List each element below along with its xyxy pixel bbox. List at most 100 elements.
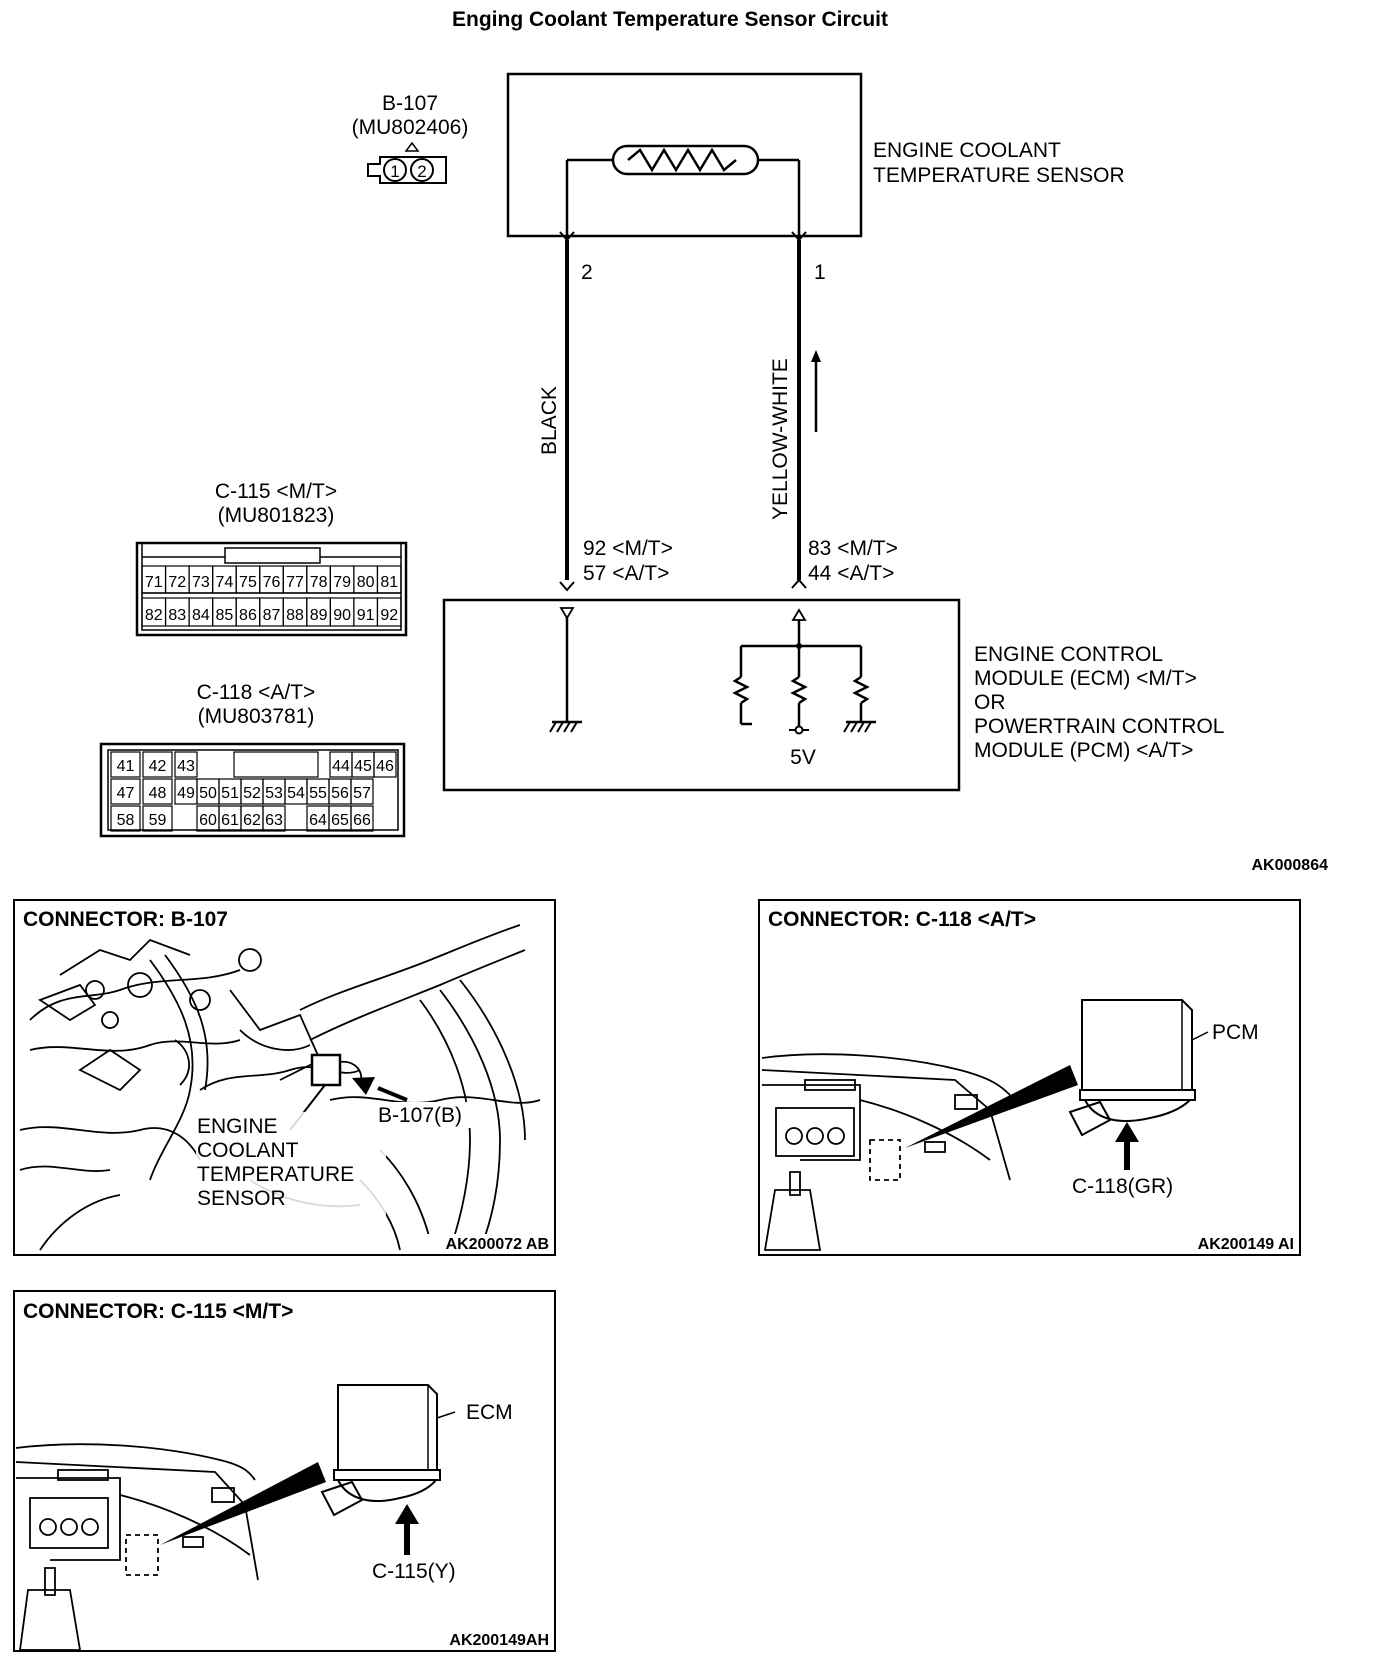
connector-pin-number: 44 xyxy=(332,758,350,775)
connector-pin-number: 71 xyxy=(145,574,163,591)
b107-pointer-arrow xyxy=(377,1086,408,1102)
panel-c115-code: AK200149AH xyxy=(449,1632,549,1649)
left-wire-color: BLACK xyxy=(538,386,561,455)
connector-pin-cell xyxy=(350,778,374,805)
connector-pin-number: 59 xyxy=(149,812,167,829)
right-wire-color: YELLOW-WHITE xyxy=(769,358,792,520)
right-terminal-at: 44 <A/T> xyxy=(808,562,894,585)
ecm-label-line4: POWERTRAIN CONTROL xyxy=(974,715,1224,738)
c118-part: (MU803781) xyxy=(198,705,315,728)
connector-pin-cell xyxy=(142,751,173,778)
panel-b107-label4: SENSOR xyxy=(197,1187,286,1210)
connector-pin-number: 46 xyxy=(376,758,394,775)
connector-pin-number: 61 xyxy=(221,812,239,829)
connector-pin-number: 54 xyxy=(287,785,305,802)
connector-pin-number: 78 xyxy=(310,574,328,591)
ecm-module-drawing xyxy=(320,1384,456,1517)
connector-pin-number: 41 xyxy=(117,758,135,775)
b107-part: (MU802406) xyxy=(352,116,469,139)
connector-pin-number: 65 xyxy=(331,812,349,829)
c115-part: (MU801823) xyxy=(218,504,335,527)
connector-pin-number: 74 xyxy=(216,574,234,591)
connector-pin-number: 60 xyxy=(199,812,217,829)
panel-b107-title: CONNECTOR: B-107 xyxy=(23,908,228,931)
connector-pin-cell xyxy=(376,597,402,627)
connector-pin-cell xyxy=(110,778,141,805)
connector-pin-number: 43 xyxy=(177,758,195,775)
left-terminal-at: 57 <A/T> xyxy=(583,562,669,585)
connector-pin-number: 84 xyxy=(192,607,210,624)
right-terminal-mt: 83 <M/T> xyxy=(808,537,898,560)
connector-pin-cell xyxy=(350,805,374,832)
connector-pin-cell xyxy=(233,751,319,778)
ecm-box: 5V xyxy=(442,598,961,792)
connector-pin-cell xyxy=(110,751,141,778)
b107-id: B-107 xyxy=(382,92,438,115)
connector-pin-number: 45 xyxy=(354,758,372,775)
connector-pin-number: 80 xyxy=(357,574,375,591)
connector-pin-number: 58 xyxy=(117,812,135,829)
connector-pin-number: 92 xyxy=(380,607,398,624)
ecm-label-line3: OR xyxy=(974,691,1006,714)
panel-c118: CONNECTOR: C-118 <A/T> PCM C-11 xyxy=(758,899,1301,1256)
pcm-module-drawing xyxy=(1068,999,1209,1137)
connector-pin-number: 56 xyxy=(331,785,349,802)
connector-pin-number: 82 xyxy=(145,607,163,624)
diagram-code: AK000864 xyxy=(1252,857,1329,874)
b107-connector-symbol: B-107 (MU802406) 1 2 xyxy=(352,92,469,184)
panel-c118-title: CONNECTOR: C-118 <A/T> xyxy=(768,908,1036,931)
b107-pin2: 2 xyxy=(417,162,426,181)
connector-pin-number: 72 xyxy=(168,574,186,591)
ecm-voltage: 5V xyxy=(790,746,816,769)
connector-pin-number: 64 xyxy=(309,812,327,829)
panel-c118-code: AK200149 AI xyxy=(1198,1236,1294,1253)
connector-pin-number: 79 xyxy=(333,574,351,591)
page-title: Enging Coolant Temperature Sensor Circui… xyxy=(452,8,888,31)
wires xyxy=(559,240,821,592)
b107-connector-drawing xyxy=(310,1053,342,1087)
connector-pin-number: 63 xyxy=(265,812,283,829)
connector-pin-number: 73 xyxy=(192,574,210,591)
sensor-box xyxy=(506,72,863,242)
panel-c115-module: ECM xyxy=(466,1401,513,1424)
connector-pin-cell xyxy=(142,805,173,832)
b107-pin1: 1 xyxy=(390,162,399,181)
connector-pin-number: 62 xyxy=(243,812,261,829)
ecm-label-line1: ENGINE CONTROL xyxy=(974,643,1163,666)
connector-pin-number: 57 xyxy=(353,785,371,802)
ecm-label-line5: MODULE (PCM) <A/T> xyxy=(974,739,1193,762)
connector-pin-number: 75 xyxy=(239,574,257,591)
connector-pin-number: 89 xyxy=(310,607,328,624)
connector-pin-number: 85 xyxy=(216,607,234,624)
connector-pin-number: 50 xyxy=(199,785,217,802)
connector-pin-number: 49 xyxy=(177,785,195,802)
panel-b107-label1: ENGINE xyxy=(197,1115,278,1138)
connector-pin-number: 87 xyxy=(263,607,281,624)
c118-id: C-118 <A/T> xyxy=(197,681,316,704)
connector-pin-number: 76 xyxy=(263,574,281,591)
connector-pin-cell xyxy=(376,565,402,594)
c115-connector: C-115 <M/T> (MU801823) 71 72 73 74 75 76 77 78 7… xyxy=(135,480,408,637)
dashboard-illustration xyxy=(15,1443,259,1651)
panel-c118-module: PCM xyxy=(1212,1021,1259,1044)
resistor-icon xyxy=(732,675,750,705)
c115-id: C-115 <M/T> xyxy=(215,480,337,503)
ground-icon xyxy=(843,720,876,733)
panel-b107-label3: TEMPERATURE xyxy=(197,1163,354,1186)
connector-pin-number: 53 xyxy=(265,785,283,802)
connector-pin-number: 66 xyxy=(353,812,371,829)
panel-c115: CONNECTOR: C-115 <M/T> ECM C-11 xyxy=(13,1290,556,1652)
resistor-icon xyxy=(852,675,870,705)
connector-pin-number: 91 xyxy=(357,607,375,624)
panel-c115-callout: C-115(Y) xyxy=(372,1560,456,1583)
panel-b107-callout: B-107(B) xyxy=(378,1104,462,1127)
connector-pin-number: 52 xyxy=(243,785,261,802)
panel-c118-callout: C-118(GR) xyxy=(1072,1175,1173,1198)
resistor-icon xyxy=(790,675,808,705)
thermistor-icon xyxy=(627,147,737,173)
connector-pin-number: 83 xyxy=(168,607,186,624)
connector-pin-number: 47 xyxy=(117,785,135,802)
connector-pin-number: 77 xyxy=(286,574,304,591)
